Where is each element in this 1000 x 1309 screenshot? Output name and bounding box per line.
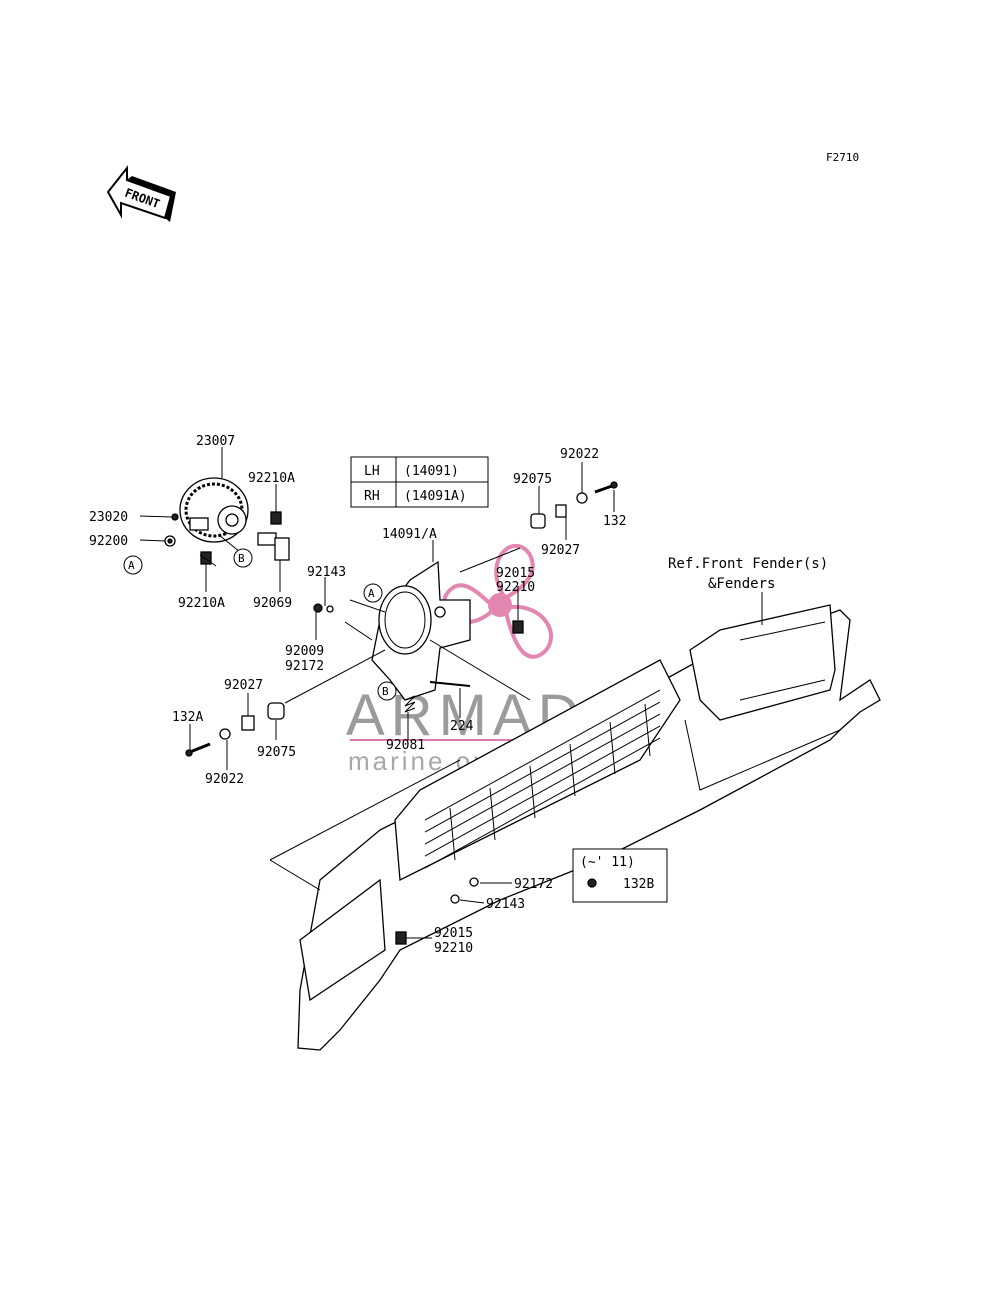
callout-A-bracket: A xyxy=(363,583,383,603)
label-23020: 23020 xyxy=(89,510,128,525)
part-labels: 23007 92210A 23020 92200 92210A 92069 14… xyxy=(89,434,626,956)
label-92210-bottom: 92210 xyxy=(434,941,473,956)
label-92172-top: 92172 xyxy=(285,659,324,674)
side-part-table: LH (14091) RH (14091A) xyxy=(350,456,489,508)
label-92075-top: 92075 xyxy=(513,472,552,487)
label-92143-bottom: 92143 xyxy=(486,897,525,912)
variant-title: (~' 11) xyxy=(580,855,635,870)
label-92022-top: 92022 xyxy=(560,447,599,462)
label-92210A-bottom: 92210A xyxy=(178,596,225,611)
ref-note-line2: &Fenders xyxy=(708,576,775,592)
label-92027-top: 92027 xyxy=(541,543,580,558)
label-92015-bottom: 92015 xyxy=(434,926,473,941)
label-92075-left: 92075 xyxy=(257,745,296,760)
label-14091A: 14091/A xyxy=(382,527,437,542)
spring-92081 xyxy=(404,695,416,713)
label-92143-top: 92143 xyxy=(307,565,346,580)
label-92172-bottom: 92172 xyxy=(514,877,553,892)
table-part-rh: (14091A) xyxy=(404,489,467,504)
table-side-lh: LH xyxy=(364,464,380,479)
label-92009: 92009 xyxy=(285,644,324,659)
table-side-rh: RH xyxy=(364,489,380,504)
svg-text:B: B xyxy=(238,552,245,565)
grille-slots xyxy=(424,689,661,869)
mounting-hardware-top xyxy=(530,481,618,529)
label-92027-left: 92027 xyxy=(224,678,263,693)
bolt-224 xyxy=(429,681,471,687)
mounting-hardware-left xyxy=(185,702,285,757)
label-92200: 92200 xyxy=(89,534,128,549)
ref-note-line1: Ref.Front Fender(s) xyxy=(668,556,828,572)
svg-text:B: B xyxy=(382,685,389,698)
washer-92143-top xyxy=(326,605,334,613)
label-23007: 23007 xyxy=(196,434,235,449)
callout-B-left: B xyxy=(233,548,253,568)
diagram-code: F2710 xyxy=(826,151,859,164)
table-part-lh: (14091) xyxy=(404,464,459,479)
variant-part: 132B xyxy=(623,877,654,892)
headlight-bracket xyxy=(371,560,524,701)
label-92022-left: 92022 xyxy=(205,772,244,787)
front-grille-panel xyxy=(297,604,881,1051)
variant-box: (~' 11) 132B xyxy=(572,848,668,903)
label-132A: 132A xyxy=(172,710,203,725)
label-92210A-top: 92210A xyxy=(248,471,295,486)
callout-A-left: A xyxy=(123,555,143,575)
callout-B-bracket: B xyxy=(377,681,397,701)
svg-text:A: A xyxy=(128,559,135,572)
label-92069: 92069 xyxy=(253,596,292,611)
label-132: 132 xyxy=(603,514,626,529)
label-92015-top: 92015 xyxy=(496,566,535,581)
headlight-assembly xyxy=(164,477,290,565)
svg-text:A: A xyxy=(368,587,375,600)
screw-92009 xyxy=(313,603,323,613)
label-92081: 92081 xyxy=(386,738,425,753)
front-arrow-icon: FRONT xyxy=(106,165,176,222)
label-224: 224 xyxy=(450,719,474,734)
label-92210-top: 92210 xyxy=(496,580,535,595)
